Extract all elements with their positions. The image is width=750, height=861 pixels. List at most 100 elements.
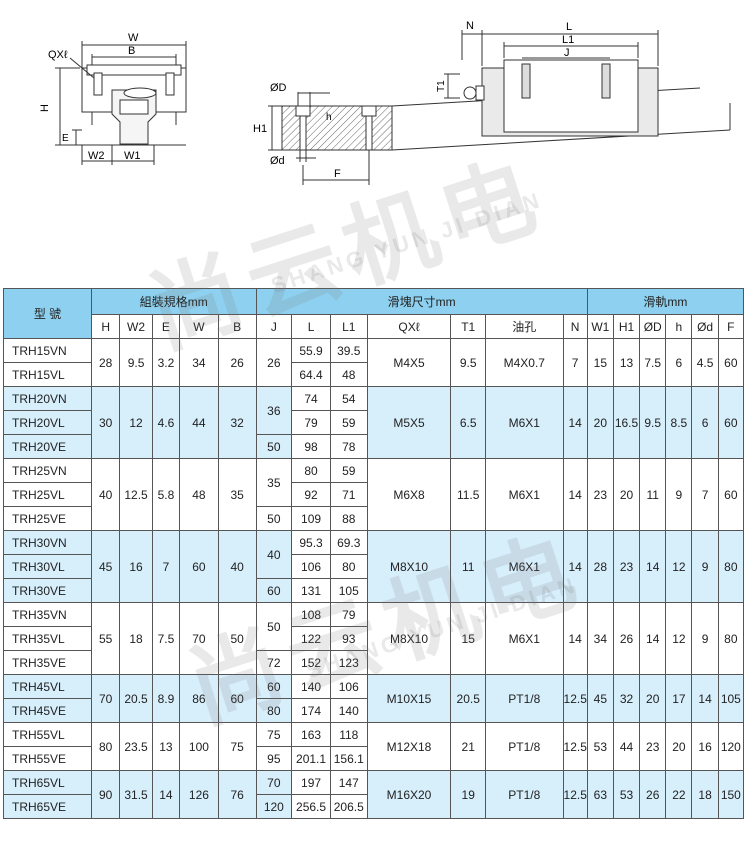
cell-w2: 18 xyxy=(119,602,153,675)
cell-n: 12.5 xyxy=(562,770,588,819)
cell-qx: M16X20 xyxy=(366,770,452,819)
header-col-11: N xyxy=(562,314,588,339)
cell-od: 14 xyxy=(639,602,667,675)
cell-l: 152 xyxy=(291,650,331,675)
cell-b: 50 xyxy=(217,602,257,675)
cell-b: 26 xyxy=(217,338,257,387)
cell-h1: 16.5 xyxy=(612,386,641,459)
cell-l1: 80 xyxy=(329,554,368,579)
cell-w2: 12 xyxy=(119,386,153,459)
cell-qx: M12X18 xyxy=(366,722,452,771)
cell-oil-hole: M6X1 xyxy=(485,458,564,531)
cell-l1: 123 xyxy=(329,650,368,675)
model-cell: TRH15VN xyxy=(2,338,93,363)
cell-n: 14 xyxy=(562,458,588,531)
cell-l1: 79 xyxy=(329,602,368,627)
cell-j: 70 xyxy=(255,770,293,795)
cell-h1: 20 xyxy=(612,458,641,531)
cell-w1: 45 xyxy=(586,674,614,723)
cell-j: 26 xyxy=(255,338,293,387)
cell-od-small: 7 xyxy=(691,458,719,531)
cell-b: 32 xyxy=(217,386,257,459)
cell-h-small: 22 xyxy=(665,770,693,819)
cell-f: 80 xyxy=(717,530,745,603)
cell-w: 100 xyxy=(179,722,219,771)
cell-oil-hole: M6X1 xyxy=(485,602,564,675)
cell-h-small: 17 xyxy=(665,674,693,723)
cell-w1: 63 xyxy=(586,770,614,819)
cell-w: 60 xyxy=(179,530,219,603)
cell-b: 75 xyxy=(217,722,257,771)
cell-l: 108 xyxy=(291,602,331,627)
cell-w: 44 xyxy=(179,386,219,459)
cell-j: 35 xyxy=(255,458,293,507)
cell-h1: 44 xyxy=(612,722,641,771)
model-cell: TRH30VE xyxy=(2,578,93,603)
model-cell: TRH35VL xyxy=(2,626,93,651)
model-cell: TRH15VL xyxy=(2,362,93,387)
cell-h1: 53 xyxy=(612,770,641,819)
label-j: J xyxy=(564,47,570,59)
header-col-2: E xyxy=(151,314,181,339)
cell-e: 8.9 xyxy=(151,674,181,723)
model-cell: TRH55VE xyxy=(2,746,93,771)
cell-w2: 9.5 xyxy=(119,338,153,387)
cell-l1: 156.1 xyxy=(329,746,368,771)
cell-e: 13 xyxy=(151,722,181,771)
cell-l: 80 xyxy=(291,458,331,483)
cell-w1: 23 xyxy=(586,458,614,531)
label-qx: QXℓ xyxy=(48,49,68,61)
cell-od-small: 9 xyxy=(691,530,719,603)
cell-h: 30 xyxy=(91,386,121,459)
cell-l1: 78 xyxy=(329,434,368,459)
cell-j: 60 xyxy=(255,578,293,603)
cell-l1: 88 xyxy=(329,506,368,531)
cell-qx: M8X10 xyxy=(366,602,452,675)
model-cell: TRH35VN xyxy=(2,602,93,627)
cell-j: 72 xyxy=(255,650,293,675)
header-col-1: W2 xyxy=(119,314,153,339)
label-od-small: Ød xyxy=(270,155,285,167)
cell-j: 95 xyxy=(255,746,293,771)
label-od: ØD xyxy=(270,82,287,94)
cell-l1: 69.3 xyxy=(329,530,368,555)
header-col-5: J xyxy=(255,314,293,339)
header-col-14: ØD xyxy=(639,314,667,339)
cell-w2: 12.5 xyxy=(119,458,153,531)
model-cell: TRH25VL xyxy=(2,482,93,507)
cell-od-small: 14 xyxy=(691,674,719,723)
cell-l1: 39.5 xyxy=(329,338,368,363)
cell-l1: 105 xyxy=(329,578,368,603)
cell-qx: M10X15 xyxy=(366,674,452,723)
cell-od: 23 xyxy=(639,722,667,771)
cell-l1: 48 xyxy=(329,362,368,387)
cell-e: 14 xyxy=(151,770,181,819)
cell-l: 98 xyxy=(291,434,331,459)
cell-l: 174 xyxy=(291,698,331,723)
cell-oil-hole: PT1/8 xyxy=(485,722,564,771)
label-h-small: h xyxy=(326,112,332,123)
label-t1: T1 xyxy=(436,80,447,92)
cell-l: 163 xyxy=(291,722,331,747)
header-group-block: 滑塊尺寸mm xyxy=(255,288,588,315)
cell-j: 75 xyxy=(255,722,293,747)
cell-f: 60 xyxy=(717,338,745,387)
cell-l1: 59 xyxy=(329,458,368,483)
cell-f: 120 xyxy=(717,722,745,771)
model-cell: TRH45VE xyxy=(2,698,93,723)
cell-t1: 11 xyxy=(450,530,486,603)
cell-l: 92 xyxy=(291,482,331,507)
label-l: L xyxy=(566,21,572,33)
cell-b: 35 xyxy=(217,458,257,531)
cell-w: 70 xyxy=(179,602,219,675)
model-cell: TRH65VL xyxy=(2,770,93,795)
cell-t1: 15 xyxy=(450,602,486,675)
cell-l: 131 xyxy=(291,578,331,603)
cell-n: 14 xyxy=(562,530,588,603)
